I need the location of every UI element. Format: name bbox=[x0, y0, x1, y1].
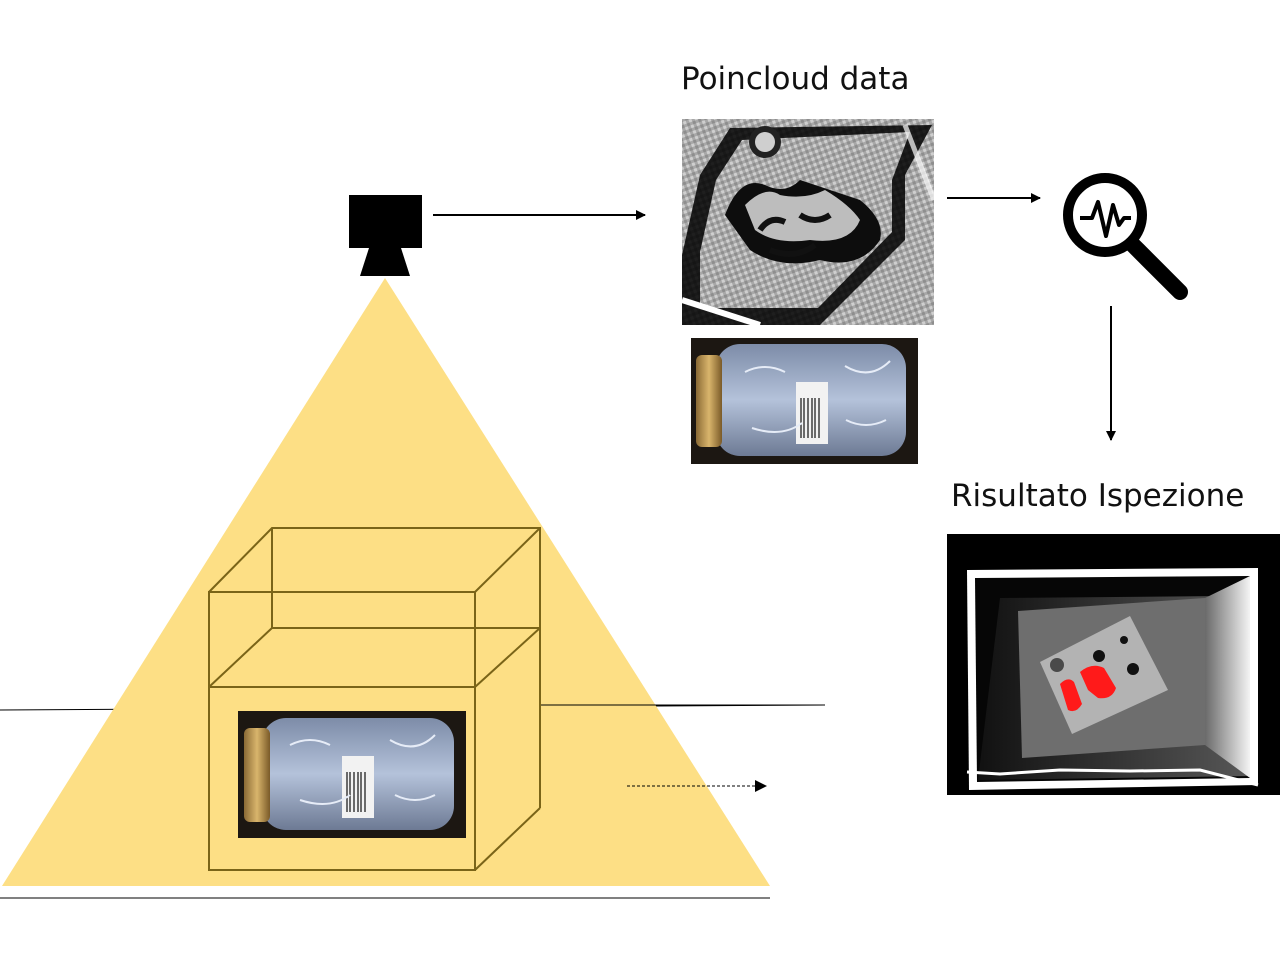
magnifier-waveform-icon bbox=[1063, 173, 1188, 300]
pointcloud-image bbox=[681, 119, 937, 328]
result-title: Risultato Ispezione bbox=[951, 478, 1245, 514]
camera-field-of-view bbox=[2, 278, 770, 886]
pointcloud-title: Poincloud data bbox=[681, 61, 910, 97]
camera-icon bbox=[349, 195, 422, 276]
inspection-result-image bbox=[947, 534, 1280, 795]
jar-photo bbox=[691, 338, 918, 464]
jar-photo-in-box bbox=[238, 711, 466, 838]
product-box-outline bbox=[208, 527, 541, 871]
defect-region bbox=[1060, 665, 1116, 712]
